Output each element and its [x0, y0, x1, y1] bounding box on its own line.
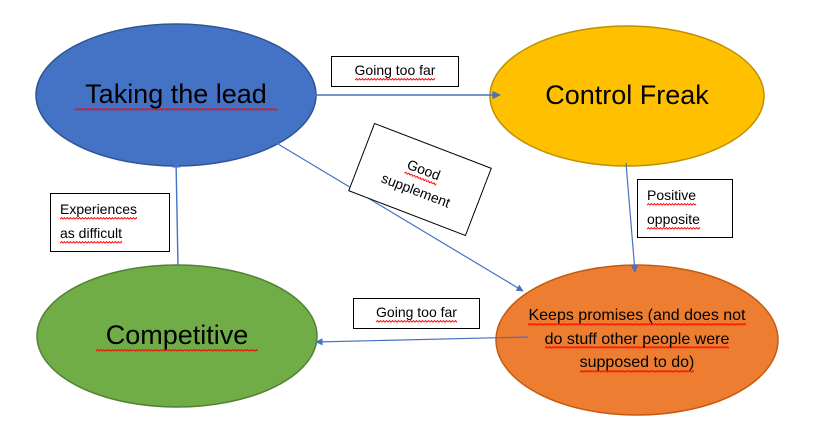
edge-label-going-too-far-bottom-text: Going too far [376, 304, 457, 323]
edge-label-experiences-as-difficult-line-2: as difficult [60, 225, 122, 244]
node-competitive[interactable]: Competitive [37, 265, 317, 407]
node-keeps-promises-line-1: Keeps promises (and does not [528, 306, 746, 326]
edge-label-positive-opposite[interactable]: Positive opposite [637, 179, 733, 238]
arrow-competitive-to-taking-the-lead [171, 159, 181, 267]
arrow-control-freak-to-keeps-promises [625, 162, 639, 273]
node-taking-the-lead-label: Taking the lead [75, 79, 277, 111]
node-competitive-label: Competitive [95, 320, 259, 352]
ellipse-control-freak[interactable] [489, 25, 765, 167]
edge-label-experiences-as-difficult[interactable]: Experiences as difficult [50, 193, 170, 252]
edge-label-positive-opposite-line-1: Positive [647, 187, 697, 206]
edge-label-going-too-far-bottom[interactable]: Going too far [353, 298, 480, 329]
edge-label-experiences-as-difficult-line-1: Experiences [60, 201, 138, 220]
node-control-freak-label: Control Freak [545, 80, 709, 111]
node-control-freak[interactable]: Control Freak [490, 26, 764, 166]
edge-label-positive-opposite-line-2: opposite [647, 211, 700, 230]
arrow-keeps-promises-to-competitive [315, 336, 529, 346]
node-keeps-promises-line-3: supposed to do) [579, 354, 695, 374]
arrow-taking-the-lead-to-keeps-promises [272, 140, 524, 292]
node-keeps-promises[interactable]: Keeps promises (and does not do stuff ot… [496, 265, 778, 415]
edge-label-going-too-far-top[interactable]: Going too far [331, 56, 459, 87]
node-keeps-promises-line-2: do stuff other people were [544, 330, 730, 350]
node-taking-the-lead[interactable]: Taking the lead [36, 24, 316, 166]
edge-label-going-too-far-top-text: Going too far [354, 62, 436, 81]
